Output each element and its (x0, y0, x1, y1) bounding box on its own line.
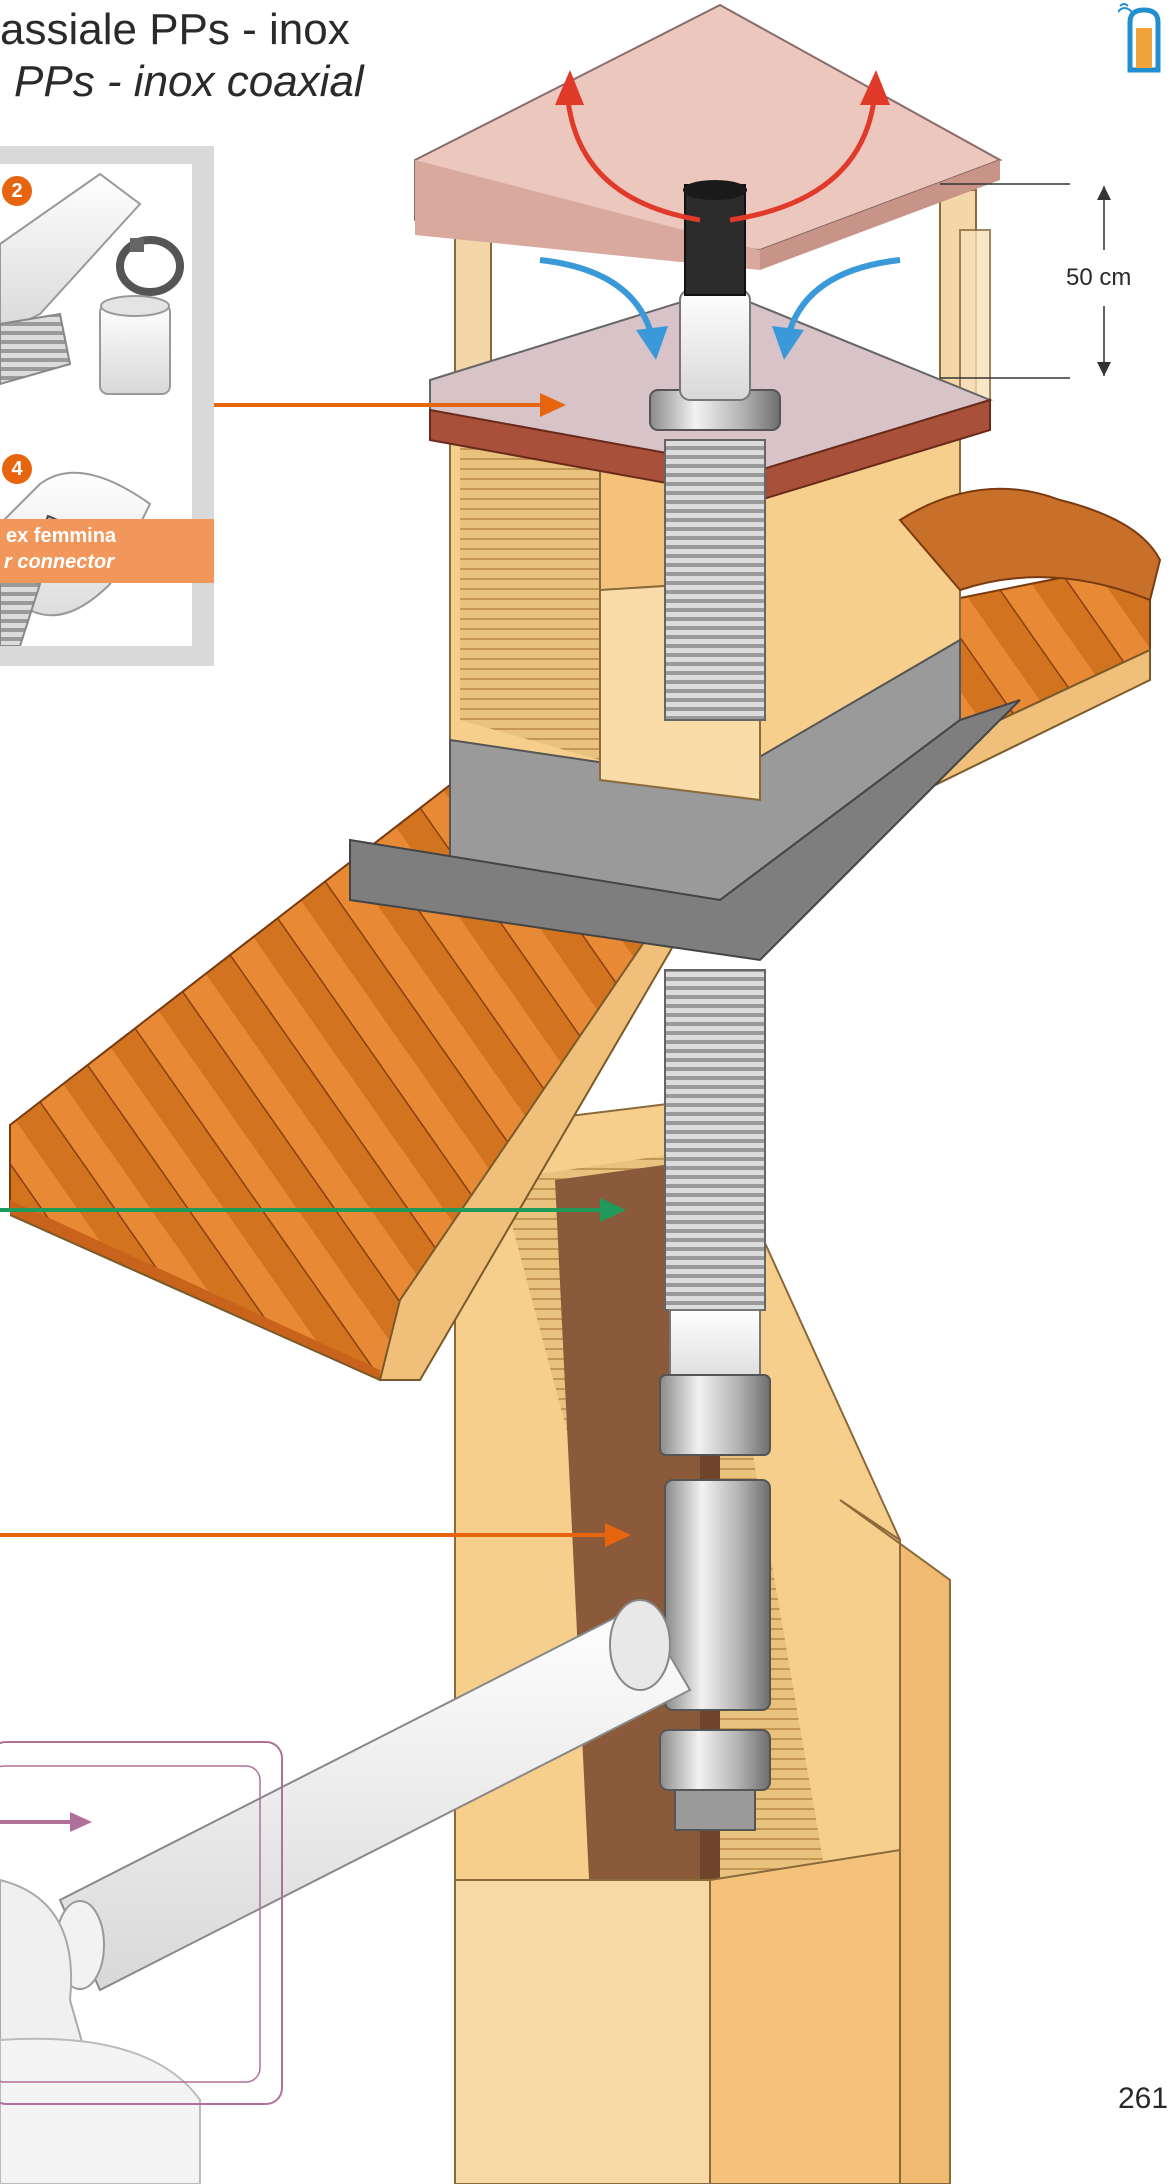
boiler (0, 2037, 201, 2184)
dimension-label: 50 cm (1066, 264, 1132, 291)
inset-label-line2: r connector (4, 551, 115, 573)
page-subtitle: PPs - inox coaxial (14, 57, 364, 106)
boiler-frame-inner (0, 1765, 261, 2083)
flex-pipe-upper (664, 439, 766, 721)
inset-label-band: ex femmina r connector (0, 519, 214, 583)
inset-label-line1: ex femmina (6, 525, 117, 547)
chimney-signal-logo-icon (1118, 3, 1161, 73)
exhaust-arrow-right (729, 99, 877, 223)
tee-fitting (664, 1479, 771, 1711)
terminal-cap (684, 184, 746, 296)
component-inset: 2 4 ex femmina r connector (0, 146, 214, 666)
step-badge-4: 4 (2, 454, 32, 484)
intake-arrow-right (787, 257, 901, 331)
step-badge-2: 2 (2, 176, 32, 206)
exhaust-arrow-left (565, 99, 701, 223)
page-number: 261 (1118, 2082, 1169, 2115)
flex-pipe-middle (664, 969, 766, 1311)
roof-flashing (349, 699, 1021, 962)
intake-arrow-left (539, 257, 653, 331)
page-title: assiale PPs - inox (0, 5, 350, 54)
boiler-frame-outer (0, 1741, 283, 2105)
